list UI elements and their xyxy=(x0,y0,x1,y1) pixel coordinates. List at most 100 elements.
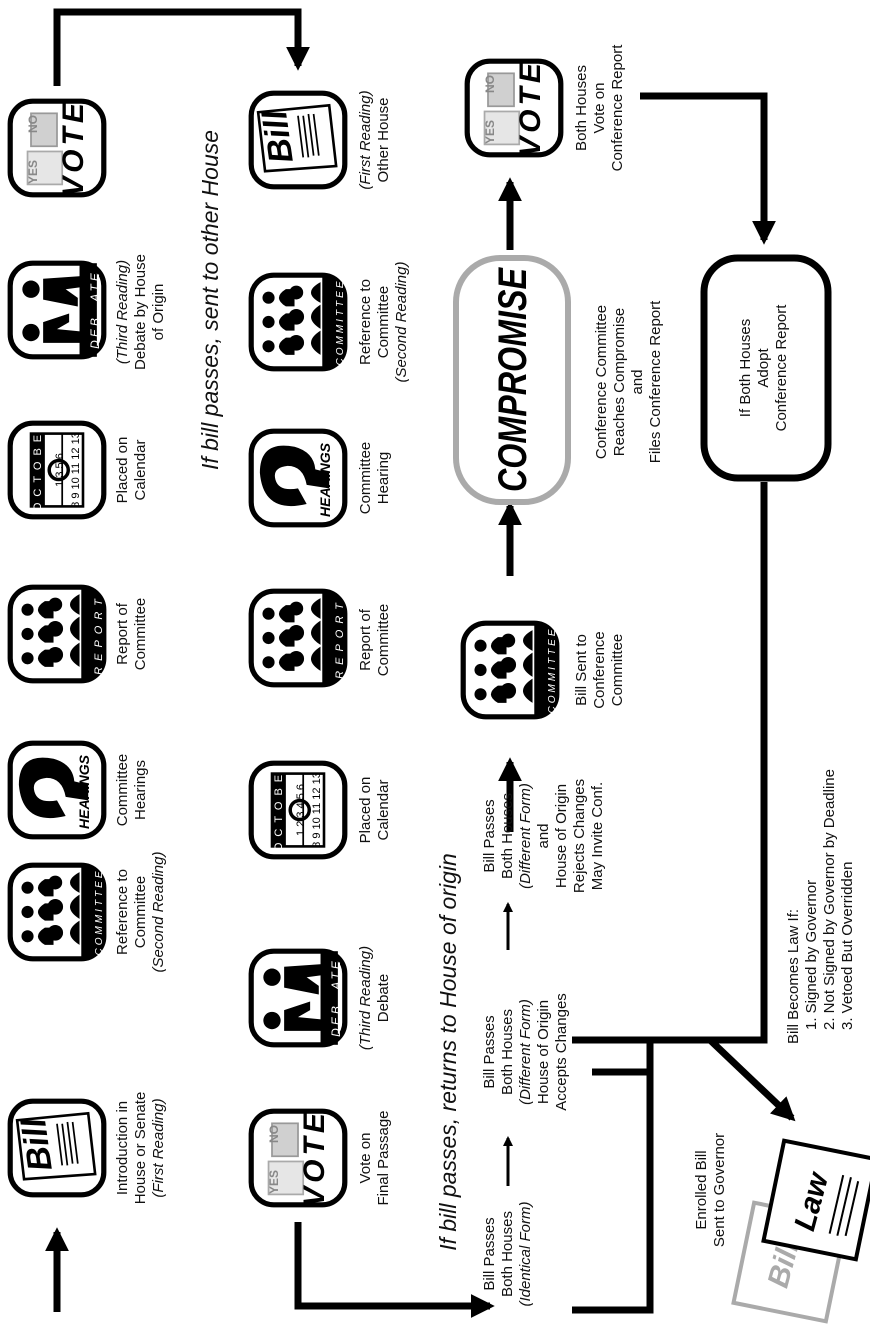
report2-icon: REPORT xyxy=(251,591,346,685)
svg-text:(Different Form): (Different Form) xyxy=(517,783,534,889)
label-hearings1: Committee Hearings xyxy=(114,754,149,827)
label-reference1: Reference to Committee (Second Reading) xyxy=(114,852,167,973)
label-accepts: Bill Passes Both Houses (Different Form)… xyxy=(481,993,570,1111)
label-rejects: Bill Passes Both Houses (Different Form)… xyxy=(481,779,606,893)
svg-text:Committee: Committee xyxy=(132,876,149,949)
loop-top-arrow xyxy=(53,8,310,86)
label-vote-final: Vote on Final Passage xyxy=(357,1110,392,1205)
svg-text:HEARINGS: HEARINGS xyxy=(76,754,92,829)
svg-text:Report of: Report of xyxy=(114,602,131,665)
svg-text:ATE: ATE xyxy=(88,270,102,302)
svg-text:Vote on: Vote on xyxy=(591,83,608,134)
svg-text:and: and xyxy=(629,369,646,394)
label-adopt: If Both Houses Adopt Conference Report xyxy=(737,304,790,432)
svg-text:Debate by House: Debate by House xyxy=(132,254,149,370)
svg-text:Both Houses: Both Houses xyxy=(499,793,516,879)
svg-text:Vote on: Vote on xyxy=(357,1133,374,1184)
line-governor xyxy=(572,1040,654,1314)
svg-text:1 3 5 6: 1 3 5 6 xyxy=(54,453,66,487)
svg-text:Committee: Committee xyxy=(609,634,626,707)
label-law-if: Bill Becomes Law If: 1. Signed by Govern… xyxy=(785,769,856,1044)
other-house-bill-icon: Bill xyxy=(251,93,345,187)
law-paper-icon: Law xyxy=(761,1138,870,1262)
svg-text:and: and xyxy=(535,823,552,848)
svg-text:(Third Reading): (Third Reading) xyxy=(114,260,131,364)
svg-text:3. Vetoed But Overridden: 3. Vetoed But Overridden xyxy=(839,862,856,1030)
svg-text:(Third Reading): (Third Reading) xyxy=(357,946,374,1050)
svg-text:Report of: Report of xyxy=(357,608,374,671)
report-icon: REPORT xyxy=(10,587,105,681)
svg-text:Rejects Changes: Rejects Changes xyxy=(571,779,588,893)
svg-text:(First Reading): (First Reading) xyxy=(357,90,374,189)
final-vote-icon: YES NO VOTE xyxy=(251,1109,345,1207)
label-both-vote: Both Houses Vote on Conference Report xyxy=(573,44,626,172)
svg-text:8 9 10 11 12 13: 8 9 10 11 12 13 xyxy=(311,772,323,848)
debate-icon: DEB ATE xyxy=(10,263,104,357)
svg-text:Bill Sent to: Bill Sent to xyxy=(573,634,590,706)
svg-text:Calendar: Calendar xyxy=(375,780,392,841)
arrow-vote-adopt xyxy=(640,92,776,245)
label-calendar2: Placed on Calendar xyxy=(357,777,392,844)
svg-text:Placed on: Placed on xyxy=(357,777,374,844)
label-introduction: Introduction in House or Senate (First R… xyxy=(114,1092,167,1205)
vote-icon: YES NO VOTE xyxy=(10,99,104,197)
svg-text:COMMITTEE: COMMITTEE xyxy=(94,869,105,956)
svg-text:Reference to: Reference to xyxy=(114,869,131,955)
svg-text:Bill: Bill xyxy=(15,1114,60,1173)
svg-text:Calendar: Calendar xyxy=(132,440,149,501)
svg-text:YES: YES xyxy=(26,160,40,184)
svg-text:NO: NO xyxy=(483,75,497,93)
svg-text:COMMITTEE: COMMITTEE xyxy=(335,279,346,366)
calendar2-icon: OCTOBE 1 2 3 4 5 6 8 9 10 11 12 13 xyxy=(251,763,345,857)
conference-committee-icon: COMMITTEE xyxy=(463,623,558,717)
svg-text:DEB: DEB xyxy=(329,1003,343,1037)
svg-text:YES: YES xyxy=(267,1170,281,1194)
calendar-icon: OCTOBE 1 3 5 6 8 9 10 11 12 13 xyxy=(10,423,104,517)
svg-text:Conference Report: Conference Report xyxy=(609,44,626,172)
svg-text:of Origin: of Origin xyxy=(150,284,167,341)
svg-text:Hearing: Hearing xyxy=(375,452,392,505)
label-debate2: (Third Reading) Debate xyxy=(357,946,392,1050)
svg-text:COMMITTEE: COMMITTEE xyxy=(547,627,558,714)
conference-vote-icon: YES NO VOTE xyxy=(467,59,561,157)
svg-text:Conference Report: Conference Report xyxy=(773,304,790,432)
label-enrolled: Enrolled Bill Sent to Governor xyxy=(693,1133,728,1247)
svg-text:(Different Form): (Different Form) xyxy=(517,999,534,1105)
svg-text:DEB: DEB xyxy=(88,315,102,349)
svg-text:Committee: Committee xyxy=(357,442,374,515)
svg-text:1. Signed by Governor: 1. Signed by Governor xyxy=(803,880,820,1030)
svg-text:Sent to Governor: Sent to Governor xyxy=(711,1133,728,1247)
arrow-to-governor xyxy=(707,1037,796,1122)
label-conf-reaches: Conference Committee Reaches Compromise … xyxy=(593,300,664,463)
svg-text:Committee: Committee xyxy=(132,598,149,671)
line-adopt-down xyxy=(572,482,768,1044)
svg-text:Other House: Other House xyxy=(375,97,392,182)
svg-text:2. Not Signed by Governor by D: 2. Not Signed by Governor by Deadline xyxy=(821,769,838,1030)
svg-text:(Second Reading): (Second Reading) xyxy=(393,262,410,383)
svg-text:House of Origin: House of Origin xyxy=(535,1000,552,1104)
svg-text:YES: YES xyxy=(483,120,497,144)
label-first-other: (First Reading) Other House xyxy=(357,90,392,189)
svg-text:Accepts Changes: Accepts Changes xyxy=(553,993,570,1111)
svg-text:VOTE: VOTE xyxy=(57,99,90,197)
svg-text:(Second Reading): (Second Reading) xyxy=(150,852,167,973)
svg-text:Placed on: Placed on xyxy=(114,437,131,504)
introduction-bill-icon: Bill xyxy=(10,1101,104,1195)
svg-text:VOTE: VOTE xyxy=(514,59,547,157)
svg-text:Bill Becomes Law If:: Bill Becomes Law If: xyxy=(785,909,802,1044)
svg-text:House or Senate: House or Senate xyxy=(132,1092,149,1205)
svg-text:Conference: Conference xyxy=(591,631,608,709)
svg-text:OCTOBE: OCTOBE xyxy=(32,429,44,511)
committee-icon: COMMITTEE xyxy=(10,865,105,959)
svg-text:House of Origin: House of Origin xyxy=(553,784,570,888)
label-identical: Bill Passes Both Houses (Identical Form) xyxy=(481,1201,534,1306)
flow-arrows xyxy=(45,8,796,1318)
svg-text:REPORT: REPORT xyxy=(93,593,105,675)
svg-text:OCTOBE: OCTOBE xyxy=(273,769,285,851)
hearings-icon: HEARINGS xyxy=(10,743,104,837)
svg-text:Committee: Committee xyxy=(114,754,131,827)
svg-text:Reaches Compromise: Reaches Compromise xyxy=(611,308,628,456)
svg-text:COMPROMISE: COMPROMISE xyxy=(491,267,535,492)
svg-text:Both Houses: Both Houses xyxy=(573,65,590,151)
banner-top: If bill passes, sent to other House xyxy=(197,130,223,470)
